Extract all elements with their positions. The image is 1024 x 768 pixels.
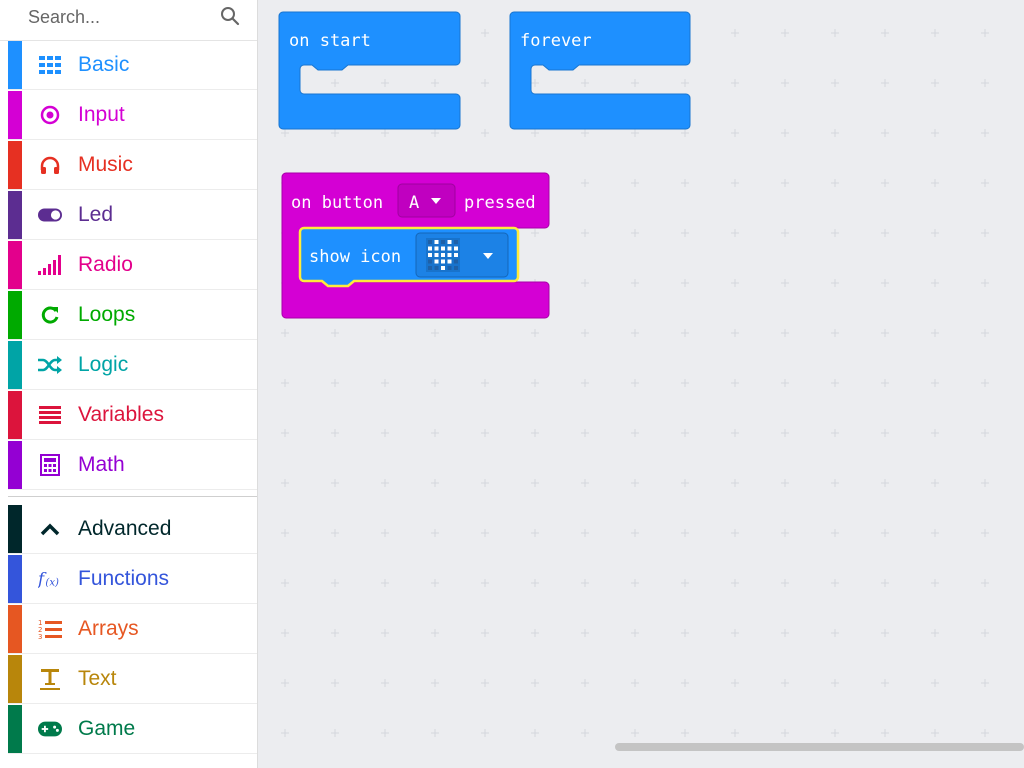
- category-functions[interactable]: f(x) Functions: [8, 555, 257, 604]
- dropdown-arrow-icon: [483, 253, 493, 259]
- category-logic[interactable]: Logic: [8, 341, 257, 390]
- headphones-icon: [38, 154, 62, 176]
- category-color-bar: [8, 241, 22, 289]
- horizontal-scrollbar[interactable]: [615, 743, 1024, 751]
- category-music[interactable]: Music: [8, 141, 257, 190]
- category-basic[interactable]: Basic: [8, 41, 257, 90]
- category-color-bar: [8, 341, 22, 389]
- category-label: Music: [78, 153, 133, 176]
- on-button-prefix: on button: [291, 193, 383, 213]
- workspace-canvas[interactable]: on start forever on button A pressed sho…: [258, 0, 1024, 768]
- category-game[interactable]: Game: [8, 705, 257, 754]
- signal-bars-icon: [38, 254, 62, 276]
- heart-icon: [426, 238, 460, 272]
- show-icon-label: show icon: [309, 247, 401, 267]
- shuffle-icon: [38, 354, 62, 376]
- svg-text:f: f: [38, 570, 47, 589]
- loop-icon: [38, 304, 62, 326]
- grid-icon: [38, 54, 62, 76]
- category-color-bar: [8, 505, 22, 553]
- on-button-pressed-block[interactable]: on button A pressed show icon: [281, 172, 550, 319]
- category-label: Logic: [78, 353, 129, 376]
- on-button-suffix: pressed: [464, 193, 536, 213]
- icon-dropdown[interactable]: [415, 232, 509, 278]
- category-label: Game: [78, 717, 136, 740]
- list-lines-icon: [38, 404, 62, 426]
- category-color-bar: [8, 605, 22, 653]
- toolbox-separator: [8, 496, 257, 497]
- svg-text:2: 2: [38, 626, 42, 634]
- category-advanced[interactable]: Advanced: [8, 505, 257, 554]
- category-label: Led: [78, 203, 114, 226]
- category-label: Math: [78, 453, 125, 476]
- gamepad-icon: [38, 718, 62, 740]
- category-color-bar: [8, 391, 22, 439]
- category-color-bar: [8, 41, 22, 89]
- button-dropdown-value: A: [409, 193, 419, 213]
- svg-text:3: 3: [38, 633, 42, 640]
- category-led[interactable]: Led: [8, 191, 257, 240]
- calculator-icon: [38, 454, 62, 476]
- category-label: Advanced: [78, 517, 172, 540]
- category-color-bar: [8, 91, 22, 139]
- svg-text:1: 1: [38, 619, 42, 627]
- category-input[interactable]: Input: [8, 91, 257, 140]
- category-label: Loops: [78, 303, 136, 326]
- blocks-workspace[interactable]: on start forever on button A pressed sho…: [258, 0, 1024, 768]
- toolbox-sidebar: Basic Input Music Led Radio: [0, 0, 258, 768]
- category-label: Functions: [78, 567, 170, 590]
- on-start-block[interactable]: on start: [278, 11, 461, 130]
- category-label: Text: [78, 667, 117, 690]
- forever-label: forever: [520, 31, 592, 51]
- category-text[interactable]: Text: [8, 655, 257, 704]
- function-icon: f(x): [38, 568, 62, 590]
- toggle-icon: [38, 204, 62, 226]
- target-icon: [38, 104, 62, 126]
- dropdown-arrow-icon: [431, 198, 441, 204]
- search-icon[interactable]: [220, 6, 240, 26]
- category-color-bar: [8, 291, 22, 339]
- svg-text:(x): (x): [45, 576, 59, 588]
- category-label: Variables: [78, 403, 164, 426]
- category-radio[interactable]: Radio: [8, 241, 257, 290]
- button-dropdown[interactable]: A: [397, 183, 456, 218]
- category-color-bar: [8, 555, 22, 603]
- category-color-bar: [8, 141, 22, 189]
- category-loops[interactable]: Loops: [8, 291, 257, 340]
- show-icon-block[interactable]: show icon: [298, 226, 520, 288]
- search-box[interactable]: [0, 0, 257, 41]
- text-icon: [38, 668, 62, 690]
- category-math[interactable]: Math: [8, 441, 257, 490]
- forever-block[interactable]: forever: [509, 11, 691, 130]
- category-color-bar: [8, 191, 22, 239]
- category-label: Arrays: [78, 617, 139, 640]
- on-start-label: on start: [289, 31, 371, 51]
- search-input[interactable]: [28, 6, 213, 28]
- category-variables[interactable]: Variables: [8, 391, 257, 440]
- category-color-bar: [8, 441, 22, 489]
- category-color-bar: [8, 655, 22, 703]
- chevron-up-icon: [38, 518, 62, 540]
- category-color-bar: [8, 705, 22, 753]
- category-label: Radio: [78, 253, 133, 276]
- category-label: Input: [78, 103, 125, 126]
- category-label: Basic: [78, 53, 130, 76]
